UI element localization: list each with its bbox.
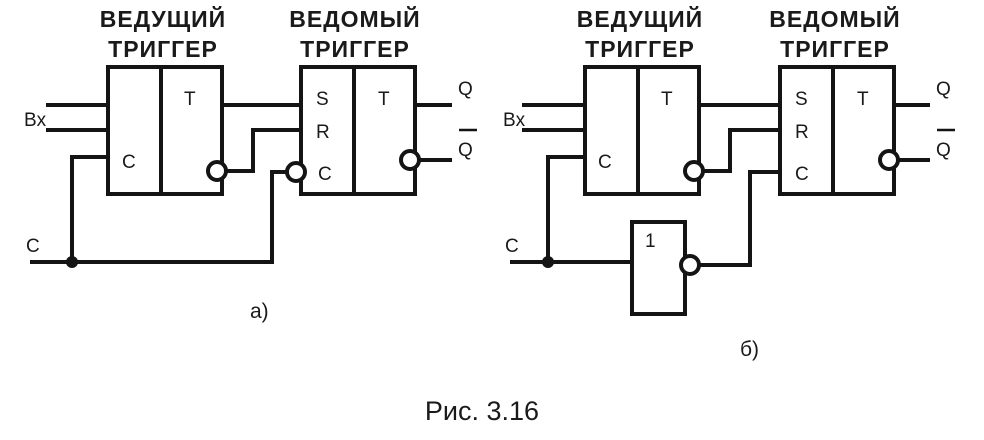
master-title-line2: ТРИГГЕР: [108, 36, 218, 62]
slave-title-line1: ВЕДОМЫЙ: [769, 5, 900, 32]
slave-pin-s: S: [316, 89, 329, 110]
diagram-a: ВЕДУЩИЙ ТРИГГЕР ВЕДОМЫЙ ТРИГГЕР C T S R …: [24, 5, 477, 323]
clock-junction-dot: [66, 256, 78, 268]
slave-pin-t: T: [378, 89, 390, 110]
diagram-b: ВЕДУЩИЙ ТРИГГЕР ВЕДОМЫЙ ТРИГГЕР C T S R …: [503, 5, 955, 361]
figure-caption: Рис. 3.16: [425, 396, 539, 426]
master-trigger-block: [583, 65, 701, 196]
slave-inverted-output-bubble: [399, 149, 421, 171]
master-pin-t: T: [184, 89, 196, 110]
slave-pin-c: C: [318, 164, 332, 185]
clock-junction-dot: [542, 256, 554, 268]
master-inverted-output-bubble: [206, 160, 228, 182]
master-trigger-block: [106, 65, 224, 196]
master-inverted-output-bubble: [683, 160, 705, 182]
diagram-b-label: б): [740, 338, 759, 361]
slave-title-line2: ТРИГГЕР: [780, 36, 890, 62]
slave-pin-s: S: [795, 89, 808, 110]
slave-pin-r: R: [795, 122, 809, 143]
inverter-output-bubble: [679, 254, 701, 276]
slave-pin-t: T: [857, 89, 869, 110]
clock-wire-to-master: [70, 155, 108, 262]
output-q-label: Q: [458, 79, 473, 100]
inverter-block: [630, 220, 687, 316]
clock-wire-to-master: [546, 155, 585, 262]
slave-trigger-block: [299, 65, 417, 196]
master-title-line1: ВЕДУЩИЙ: [577, 5, 703, 32]
slave-clock-inversion-bubble: [285, 161, 307, 183]
output-q-bar-label: Q: [936, 140, 951, 161]
diagram-a-label: а): [250, 300, 269, 323]
slave-title-line1: ВЕДОМЫЙ: [289, 5, 420, 32]
input-label-bx: Bx: [24, 110, 47, 131]
output-q-bar-label: Q: [458, 140, 473, 161]
master-pin-t: T: [661, 89, 673, 110]
input-label-bx: Bx: [503, 110, 526, 131]
wire-master-tbar-to-slave-r: [703, 128, 780, 173]
master-title-line2: ТРИГГЕР: [585, 36, 695, 62]
clock-label: C: [26, 236, 40, 257]
slave-pin-r: R: [316, 122, 330, 143]
slave-pin-c: C: [795, 164, 809, 185]
inverter-wire-to-slave-c: [699, 170, 780, 267]
master-title-line1: ВЕДУЩИЙ: [100, 5, 226, 32]
slave-trigger-block: [778, 65, 896, 196]
master-pin-c: C: [122, 152, 136, 173]
master-pin-c: C: [598, 152, 612, 173]
slave-title-line2: ТРИГГЕР: [300, 36, 410, 62]
clock-label: C: [505, 236, 519, 257]
clock-wire-to-slave: [30, 170, 287, 264]
output-q-label: Q: [936, 79, 951, 100]
inverter-label: 1: [645, 231, 656, 252]
slave-inverted-output-bubble: [878, 149, 900, 171]
wire-master-tbar-to-slave-r: [226, 128, 301, 173]
